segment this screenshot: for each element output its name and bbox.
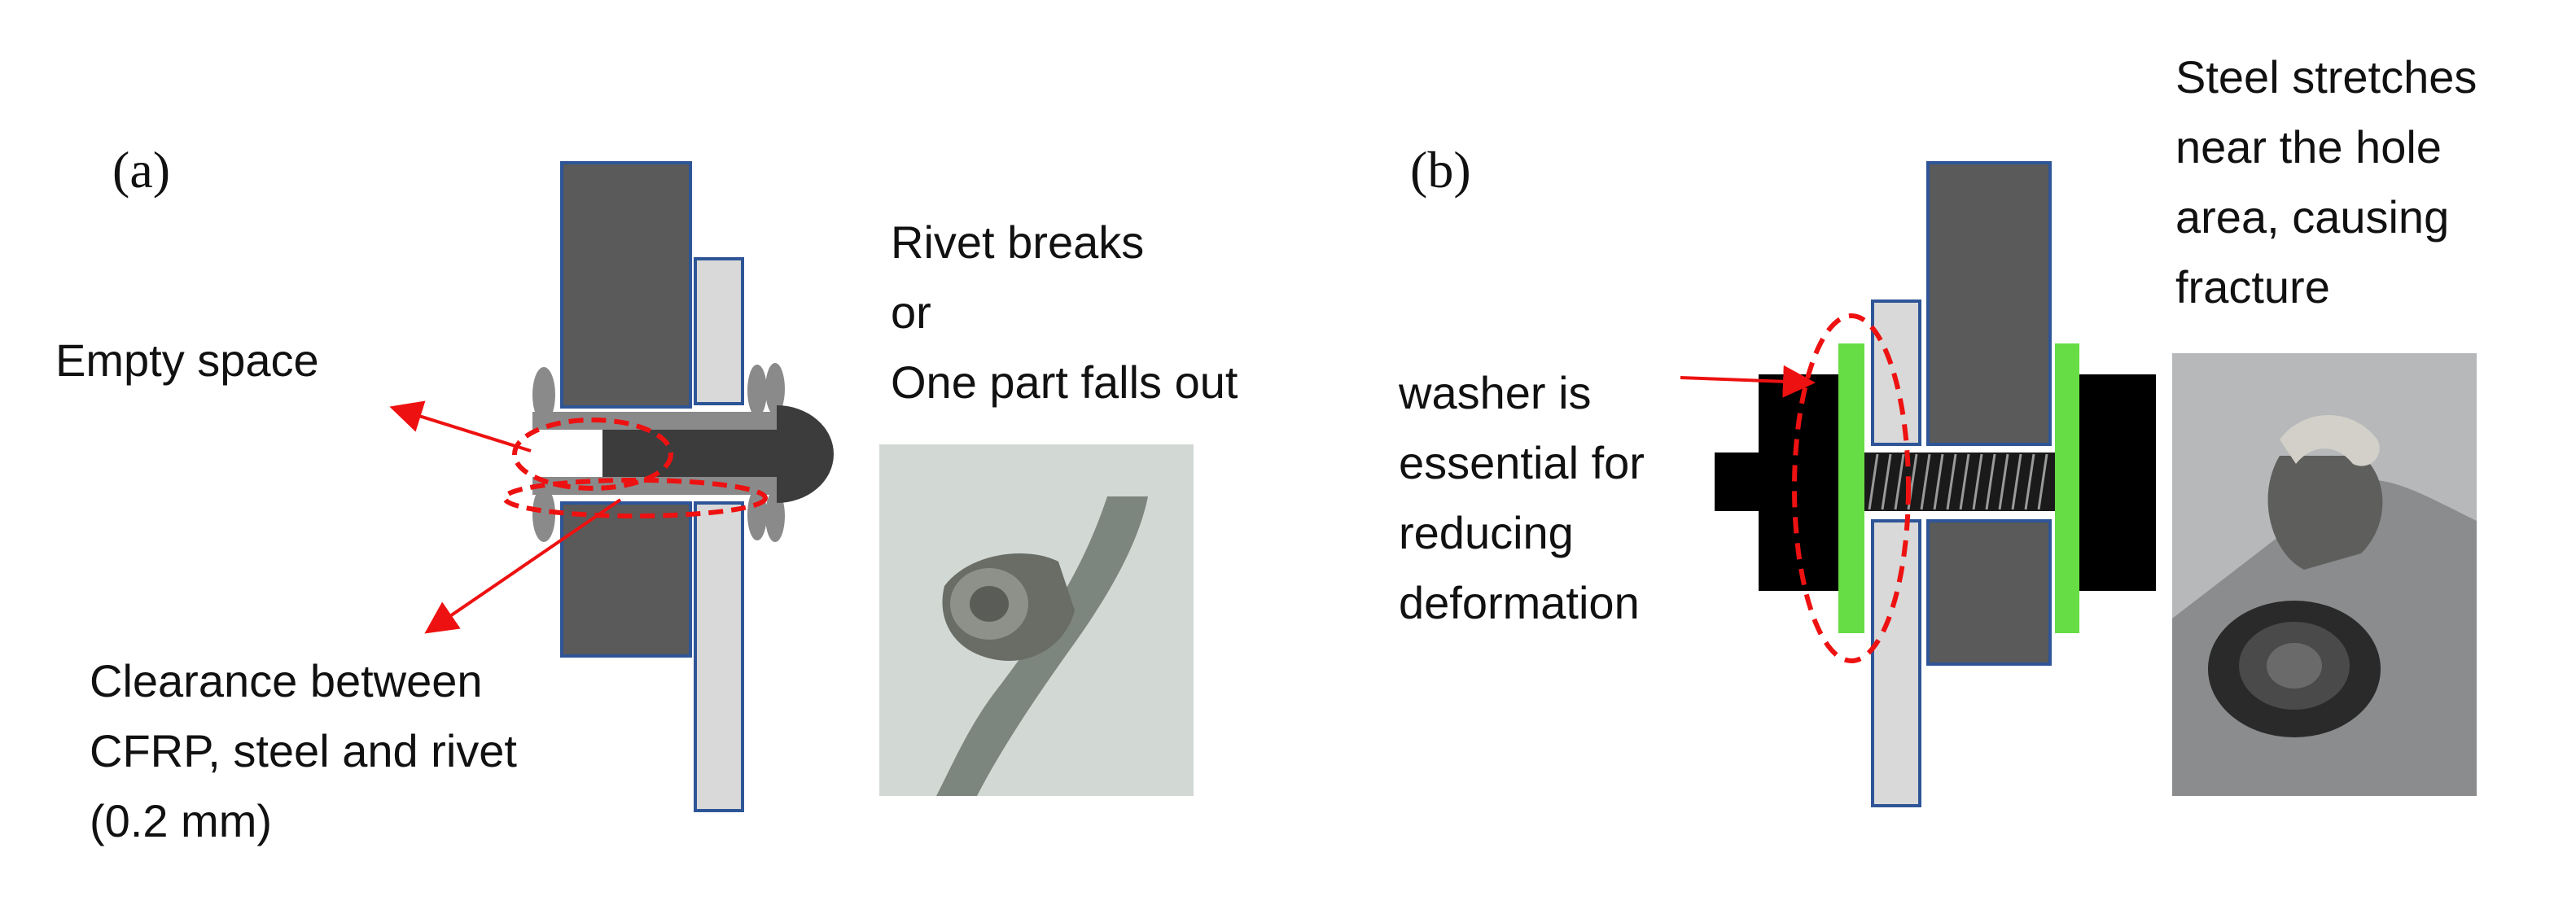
washer-line: washer is bbox=[1399, 367, 1592, 418]
empty-space-marker bbox=[512, 418, 673, 491]
stretched-steel-edge bbox=[2280, 415, 2380, 466]
washer-arrow bbox=[1680, 365, 1816, 398]
clearance-marker bbox=[502, 478, 768, 518]
rivet-flange bbox=[765, 490, 785, 542]
washer-left bbox=[1838, 343, 1864, 633]
failure-line: Rivet breaks bbox=[891, 216, 1145, 268]
cfrp-plate-upper bbox=[560, 161, 692, 409]
bolted-joint-diagram bbox=[1680, 161, 2156, 807]
broken-rivet-photo bbox=[879, 444, 1194, 796]
steel-plate-lower bbox=[1871, 519, 1921, 807]
thread-lines bbox=[1868, 453, 2048, 510]
rivet-flange bbox=[747, 365, 767, 417]
washer-line: essential for bbox=[1399, 437, 1645, 488]
failure-line: One part falls out bbox=[891, 356, 1238, 408]
riveted-joint-diagram bbox=[389, 161, 834, 812]
clearance-text: Clearance between CFRP, steel and rivet … bbox=[90, 646, 517, 856]
steel-line: fracture bbox=[2175, 261, 2330, 313]
failure-line: or bbox=[891, 286, 931, 338]
cfrp-plate-upper bbox=[1926, 161, 2052, 446]
rivet-head bbox=[777, 405, 834, 503]
clearance-arrow bbox=[424, 498, 622, 634]
steel-plate-upper bbox=[694, 257, 744, 405]
rivet-flange bbox=[532, 367, 555, 422]
steel-fracture-text: Steel stretches near the hole area, caus… bbox=[2175, 42, 2477, 322]
steel-plate-lower bbox=[694, 501, 744, 812]
washer-right bbox=[2055, 343, 2079, 633]
rivet-sleeve-top bbox=[532, 412, 777, 430]
clearance-line: Clearance between bbox=[90, 655, 483, 706]
steel-line: area, causing bbox=[2175, 191, 2450, 243]
washer-line: reducing bbox=[1399, 507, 1574, 558]
panel-b-tag: (b) bbox=[1410, 141, 1471, 199]
washer-marker bbox=[1792, 313, 1911, 663]
steel-line: near the hole bbox=[2175, 121, 2442, 173]
clearance-line: CFRP, steel and rivet bbox=[90, 725, 517, 776]
rivet-sleeve-bottom bbox=[532, 477, 777, 495]
rivet-mandrel bbox=[602, 430, 777, 477]
washer-text: washer is essential for reducing deforma… bbox=[1399, 358, 1645, 638]
cfrp-plate-lower bbox=[560, 501, 692, 658]
empty-space-arrow bbox=[389, 400, 532, 452]
steel-line: Steel stretches bbox=[2175, 51, 2477, 103]
carbon-fiber-area bbox=[2267, 456, 2383, 570]
washer-line: deformation bbox=[1399, 577, 1640, 628]
empty-space-gap bbox=[532, 430, 602, 477]
failure-text: Rivet breaks or One part falls out bbox=[891, 208, 1238, 418]
cfrp-plate-lower bbox=[1926, 519, 2052, 666]
bolt-shank-end bbox=[1715, 452, 1763, 511]
rivet-flange bbox=[532, 487, 555, 542]
fractured-steel-photo bbox=[2172, 353, 2477, 796]
nut bbox=[2079, 374, 2156, 591]
clearance-line: (0.2 mm) bbox=[90, 795, 272, 846]
empty-space-label: Empty space bbox=[55, 334, 319, 386]
rivet-flange bbox=[765, 363, 785, 415]
panel-a-tag: (a) bbox=[112, 141, 171, 199]
